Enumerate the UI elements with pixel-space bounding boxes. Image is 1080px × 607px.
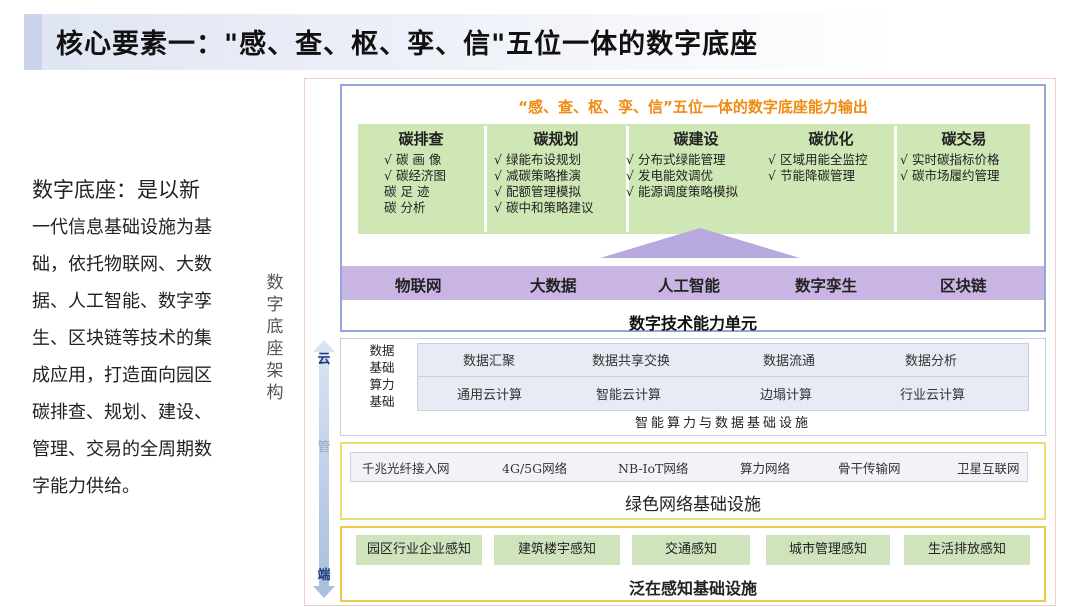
description-line: 一代信息基础设施为基 <box>32 217 212 238</box>
data-infra-left-line: 算力 <box>369 377 395 392</box>
network-infra-caption: 绿色网络基础设施 <box>625 495 761 515</box>
description-line: 据、人工智能、数字孪 <box>32 291 212 312</box>
capability-column-items: √ 绿能布设规划 √ 减碳策略推演 √ 配额管理模拟 √ 碳中和策略建议 <box>494 152 593 216</box>
sensing-item: 园区行业企业感知 <box>356 535 482 565</box>
sensing-infra-caption: 泛在感知基础设施 <box>628 579 757 598</box>
capability-item: √ 能源调度策略模拟 <box>626 184 738 199</box>
sensing-item: 城市管理感知 <box>766 535 890 565</box>
tech-band <box>342 266 1044 300</box>
tech-item-bigdata: 大数据 <box>530 277 577 295</box>
capability-item: 碳 足 迹 <box>384 184 430 199</box>
data-infra-item: 数据分析 <box>905 354 958 369</box>
title-accent-bar <box>24 14 42 70</box>
capability-column-title: 碳交易 <box>941 130 987 148</box>
column-divider <box>626 126 629 232</box>
title-bar <box>24 14 900 70</box>
description-line: 碳排查、规划、建设、 <box>32 402 212 423</box>
vertical-char: 字 <box>266 295 284 315</box>
capability-column-items: √ 区域用能全监控 √ 节能降碳管理 <box>768 152 867 184</box>
cloud-pipe-edge-arrow <box>313 340 335 598</box>
capability-item: √ 碳市场履约管理 <box>900 168 1000 183</box>
data-infra-left-line: 数据 <box>369 343 395 358</box>
vertical-architecture-label: 数 字 底 座 架 构 <box>264 272 286 404</box>
capability-item: 碳 分析 <box>384 200 426 215</box>
data-infra-grid-divider <box>417 376 1029 377</box>
capability-item: √ 碳中和策略建议 <box>494 200 594 215</box>
sensing-item: 交通感知 <box>632 535 750 565</box>
data-infra-item: 通用云计算 <box>457 388 523 403</box>
network-item: 卫星互联网 <box>957 461 1020 476</box>
vertical-char: 数 <box>266 273 284 293</box>
capability-item: √ 实时碳指标价格 <box>900 152 1000 167</box>
description-text: 数字底座：是以新 一代信息基础设施为基 础，依托物联网、大数 据、人工智能、数字… <box>32 172 247 505</box>
sensing-item: 生活排放感知 <box>904 535 1030 565</box>
data-infra-grid <box>417 343 1029 411</box>
capability-column-title: 碳规划 <box>533 130 579 148</box>
data-infra-item: 数据流通 <box>763 354 816 369</box>
column-divider <box>484 126 487 232</box>
network-item: NB-IoT网络 <box>618 461 689 476</box>
capability-item: √ 绿能布设规划 <box>494 152 581 167</box>
data-infra-item: 边塌计算 <box>760 388 813 403</box>
side-label-edge: 端 <box>317 568 331 583</box>
description-line: 生、区块链等技术的集 <box>32 328 212 349</box>
data-infra-item: 行业云计算 <box>900 388 966 403</box>
data-infra-item: 数据共享交换 <box>592 354 671 369</box>
capability-column-carbon-optimize: 碳优化 √ 区域用能全监控 √ 节能降碳管理 <box>766 128 896 232</box>
data-infra-left-line: 基础 <box>369 394 395 409</box>
capability-item: √ 发电能效调优 <box>626 168 713 183</box>
description-line: 础，依托物联网、大数 <box>32 254 212 275</box>
vertical-char: 构 <box>266 383 284 403</box>
description-line: 字能力供给。 <box>32 476 140 497</box>
vertical-char: 座 <box>266 339 284 359</box>
tech-unit-caption: 数字技术能力单元 <box>628 314 757 333</box>
network-item: 算力网络 <box>740 461 791 476</box>
capability-output-title: “感、查、枢、孪、信”五位一体的数字底座能力输出 <box>518 98 868 116</box>
capability-column-carbon-trade: 碳交易 √ 实时碳指标价格 √ 碳市场履约管理 <box>898 128 1030 232</box>
description-line: 管理、交易的全周期数 <box>32 439 212 460</box>
data-infra-caption: 智能算力与数据基础设施 <box>634 416 811 431</box>
tech-item-digital-twin: 数字孪生 <box>795 277 858 295</box>
capability-column-carbon-plan: 碳规划 √ 绿能布设规划 √ 减碳策略推演 √ 配额管理模拟 √ 碳中和策略建议 <box>488 128 624 232</box>
network-item: 千兆光纤接入网 <box>362 461 450 476</box>
data-infra-left-line: 基础 <box>369 360 395 375</box>
capability-item: √ 分布式绿能管理 <box>626 152 726 167</box>
data-infra-item: 智能云计算 <box>596 388 662 403</box>
capability-item: √ 节能降碳管理 <box>768 168 855 183</box>
up-arrow <box>600 228 800 258</box>
network-item: 4G/5G网络 <box>502 461 568 476</box>
network-items-strip <box>350 452 1028 482</box>
network-item: 骨干传输网 <box>838 461 901 476</box>
capability-green-panel <box>358 124 1030 234</box>
capability-column-items: √ 实时碳指标价格 √ 碳市场履约管理 <box>900 152 999 184</box>
tech-item-iot: 物联网 <box>395 277 442 295</box>
vertical-char: 底 <box>266 317 284 337</box>
capability-column-items: √ 碳 画 像 √ 碳经济图 碳 足 迹 碳 分析 <box>384 152 446 216</box>
tech-item-ai: 人工智能 <box>658 277 721 295</box>
capability-column-title: 碳优化 <box>808 130 854 148</box>
sensing-item: 建筑楼宇感知 <box>494 535 620 565</box>
column-divider <box>894 126 897 232</box>
side-label-cloud: 云 <box>317 352 331 367</box>
data-infra-left-label: 数据 基础 算力 基础 <box>360 342 404 410</box>
page-title: 核心要素一："感、查、枢、孪、信"五位一体的数字底座 <box>56 29 759 60</box>
description-lead: 数字底座：是以新 <box>32 178 200 202</box>
capability-column-title: 碳排查 <box>398 130 444 148</box>
capability-column-carbon-build: 碳建设 √ 分布式绿能管理 √ 发电能效调优 √ 能源调度策略模拟 <box>624 128 768 232</box>
capability-item: √ 碳经济图 <box>384 168 446 183</box>
description-line: 成应用，打造面向园区 <box>32 365 212 386</box>
side-label-pipe: 管 <box>317 440 331 455</box>
capability-column-title: 碳建设 <box>673 130 719 148</box>
capability-item: √ 配额管理模拟 <box>494 184 581 199</box>
capability-item: √ 碳 画 像 <box>384 152 442 167</box>
tech-item-blockchain: 区块链 <box>940 277 987 295</box>
diagram-frame <box>304 78 1056 606</box>
data-infra-item: 数据汇聚 <box>463 354 516 369</box>
capability-item: √ 区域用能全监控 <box>768 152 868 167</box>
capability-column-carbon-check: 碳排查 √ 碳 画 像 √ 碳经济图 碳 足 迹 碳 分析 <box>362 128 480 232</box>
vertical-char: 架 <box>266 361 284 381</box>
capability-item: √ 减碳策略推演 <box>494 168 581 183</box>
capability-column-items: √ 分布式绿能管理 √ 发电能效调优 √ 能源调度策略模拟 <box>626 152 738 200</box>
